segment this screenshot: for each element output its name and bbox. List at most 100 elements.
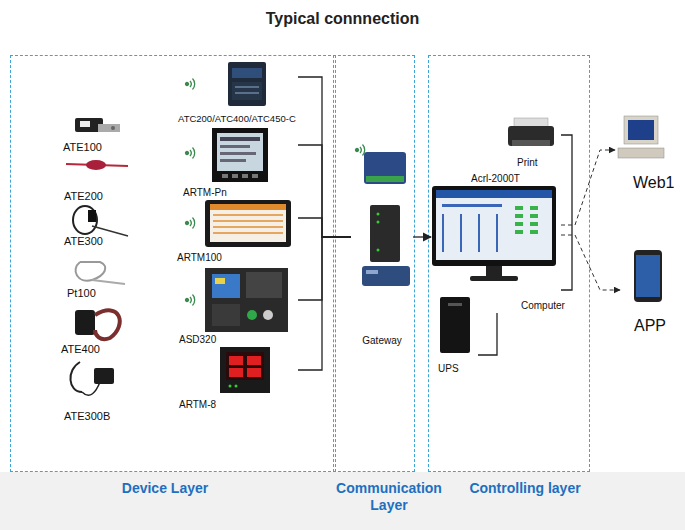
gateway-device (362, 266, 410, 286)
ate300-sensor (88, 210, 96, 222)
ate400-sensor (75, 310, 120, 339)
atc-device (235, 86, 259, 88)
wifi-icon (190, 148, 195, 159)
atc-device (232, 82, 262, 100)
wifi-icon (356, 145, 365, 156)
atc-device (228, 62, 266, 106)
dashed-link (561, 150, 615, 225)
monitor-icon (460, 214, 462, 252)
artm-pn-meter (252, 174, 258, 178)
node-label: ATE100 (63, 141, 102, 154)
wifi-icon (356, 149, 359, 152)
sensor: Pt100 (46, 256, 131, 301)
ate300-sensor (73, 206, 97, 234)
artm100-panel (213, 220, 283, 222)
ate100-sensor (111, 126, 115, 130)
ate400-sensor (95, 310, 120, 339)
gateway-device (366, 176, 404, 182)
node-label: ATE300 (64, 235, 103, 248)
artm100-panel (210, 204, 286, 242)
artm-pn-meter (212, 128, 268, 182)
node-label: ATE300B (64, 410, 110, 423)
wifi-icon (186, 295, 195, 306)
wifi-icon (186, 152, 189, 155)
node-label: ARTM-8 (179, 399, 216, 411)
monitor-icon (515, 214, 523, 218)
wifi-icon (186, 148, 195, 159)
sensor: ATE300 (46, 204, 131, 249)
ate200-sensor (66, 160, 128, 170)
wifi-icon (186, 299, 189, 302)
sensor: ATE300B (46, 356, 131, 423)
artm8-display (229, 356, 243, 365)
gateway-device (377, 221, 380, 224)
web-computer-icon (618, 116, 664, 158)
sensor: ATE100 (46, 113, 131, 155)
artm8-display (226, 352, 264, 380)
sensor: ATE400 (46, 304, 131, 354)
ups-icon (440, 297, 470, 353)
phone-icon (634, 250, 662, 302)
asd320-controller (247, 310, 257, 320)
artm-pn-meter (217, 133, 263, 171)
printer-icon (512, 140, 550, 146)
layer-band: Controlling layerPrintAcrl-2000TComputer… (428, 55, 590, 472)
device: ASD320 (176, 269, 298, 346)
node-label: ARTM-Pn (183, 187, 227, 199)
artm8-display (247, 356, 261, 365)
node-label: ATC200/ATC400/ATC450-C (178, 113, 296, 124)
artm100-panel (213, 214, 283, 216)
monitor-icon (442, 214, 444, 252)
asd320-controller (215, 278, 225, 284)
ate300b-sensor (94, 368, 114, 384)
web-client: Web1 (615, 112, 677, 194)
artm8-display (229, 385, 232, 388)
monitor-icon (470, 276, 518, 281)
web-computer-icon (628, 120, 654, 140)
bus-line (478, 313, 497, 355)
node-label: Acrl-2000T (471, 173, 520, 185)
node-label: Pt100 (67, 287, 96, 300)
dashed-link (561, 235, 620, 290)
pt100-sensor (76, 262, 125, 284)
asd320-controller (212, 304, 240, 326)
monitor-icon (496, 214, 498, 252)
monitor-icon (436, 190, 552, 198)
layer-label: Device Layer (1, 480, 329, 497)
ate300-sensor (73, 206, 128, 236)
artm-pn-meter (220, 159, 246, 162)
artm-pn-meter (222, 174, 228, 178)
ate300b-sensor (70, 362, 114, 395)
node-label: ATE400 (61, 343, 100, 356)
pt100-sensor (92, 280, 125, 284)
monitor-icon (515, 230, 523, 234)
layer-band: Device LayerATE100ATE200ATE300Pt100ATE40… (10, 55, 336, 472)
bus-line (298, 77, 351, 237)
wifi-icon (360, 145, 365, 156)
ups-icon (440, 297, 470, 353)
asd320-controller (263, 310, 273, 320)
device: ARTM-8 (176, 346, 298, 413)
ate300b-sensor (70, 362, 82, 392)
printer-icon (508, 118, 554, 146)
node-label: Web1 (633, 173, 675, 192)
monitor-icon (530, 222, 538, 226)
monitor-icon (530, 230, 538, 234)
monitor-icon (515, 206, 523, 210)
gateway: Gateway (351, 146, 413, 346)
atc-device (228, 62, 266, 106)
ate100-sensor (98, 124, 120, 132)
node-label: Computer (521, 300, 565, 312)
artm8-display (229, 368, 243, 377)
wifi-icon (190, 218, 195, 229)
wifi-icon (186, 79, 195, 90)
monitor-icon (515, 222, 523, 226)
ate400-sensor (75, 310, 95, 335)
node-label: UPS (438, 363, 459, 375)
artm-pn-meter (242, 174, 248, 178)
layer-label: Communication Layer (334, 480, 444, 514)
asd320-controller (212, 274, 240, 298)
layer-band: Communication LayerGateway (333, 55, 415, 472)
